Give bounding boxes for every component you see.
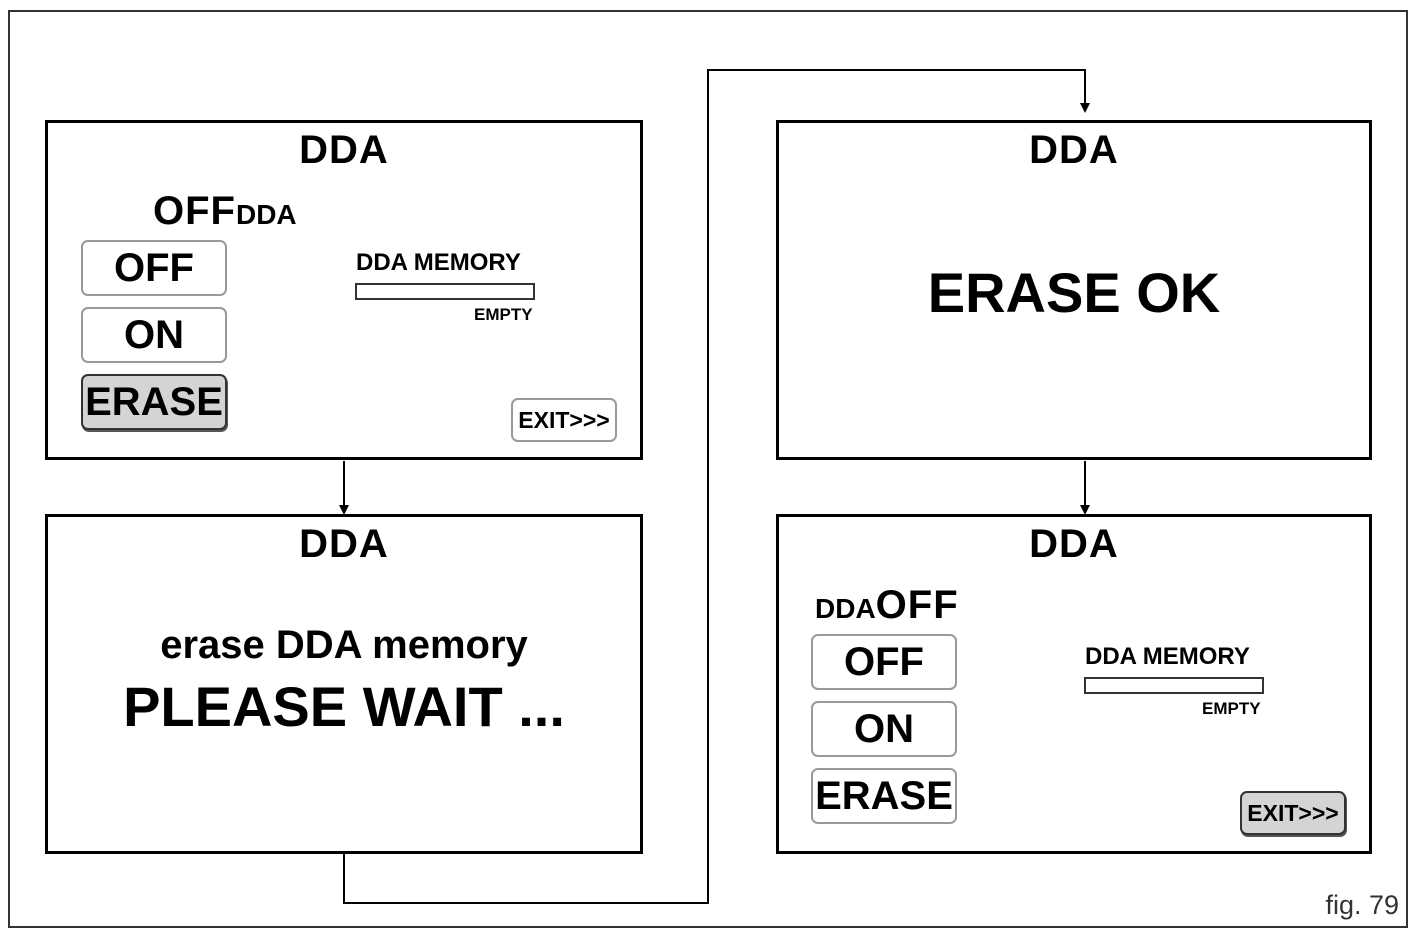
dda-state-indicator: OFFDDA (153, 191, 297, 231)
dda-memory-bar (1084, 677, 1264, 694)
please-wait-message: PLEASE WAIT ... (123, 675, 565, 738)
screen-erase-ok: DDA ERASE OK (776, 120, 1372, 460)
dda-memory-label: DDA MEMORY (1085, 643, 1250, 670)
screen-menu-final: DDA DDAOFF OFF ON ERASE DDA MEMORY EMPTY… (776, 514, 1372, 854)
screen-title: DDA (299, 522, 389, 566)
off-button[interactable]: OFF (811, 634, 957, 690)
dda-state-sub: DDA (815, 593, 876, 624)
exit-button[interactable]: EXIT>>> (511, 398, 617, 442)
erase-ok-message: ERASE OK (927, 261, 1221, 324)
screen-menu-initial: DDA OFFDDA OFF ON ERASE DDA MEMORY EMPTY… (45, 120, 643, 460)
screen-title: DDA (1029, 128, 1119, 172)
dda-state-main: OFF (875, 583, 959, 627)
figure-frame (8, 10, 1408, 928)
erase-button[interactable]: ERASE (811, 768, 957, 824)
arrow-erasing-to-erase-ok (343, 69, 1090, 904)
screen-erasing: DDA erase DDA memory PLEASE WAIT ... (45, 514, 643, 854)
screen-title: DDA (1029, 522, 1119, 566)
dda-state-indicator: DDAOFF (815, 585, 959, 625)
dda-memory-bar (355, 283, 535, 300)
erase-message: erase DDA memory (160, 623, 528, 667)
screen-title: DDA (299, 128, 389, 172)
dda-state-main: OFF (153, 189, 236, 233)
dda-memory-label: DDA MEMORY (356, 249, 521, 276)
dda-memory-status: EMPTY (474, 305, 533, 324)
exit-button[interactable]: EXIT>>> (1240, 791, 1346, 835)
dda-memory-status: EMPTY (1202, 699, 1261, 718)
off-button[interactable]: OFF (81, 240, 227, 296)
on-button[interactable]: ON (81, 307, 227, 363)
erase-button[interactable]: ERASE (81, 374, 227, 430)
on-button[interactable]: ON (811, 701, 957, 757)
dda-state-sub: DDA (235, 199, 297, 230)
figure-label: fig. 79 (1325, 890, 1399, 920)
